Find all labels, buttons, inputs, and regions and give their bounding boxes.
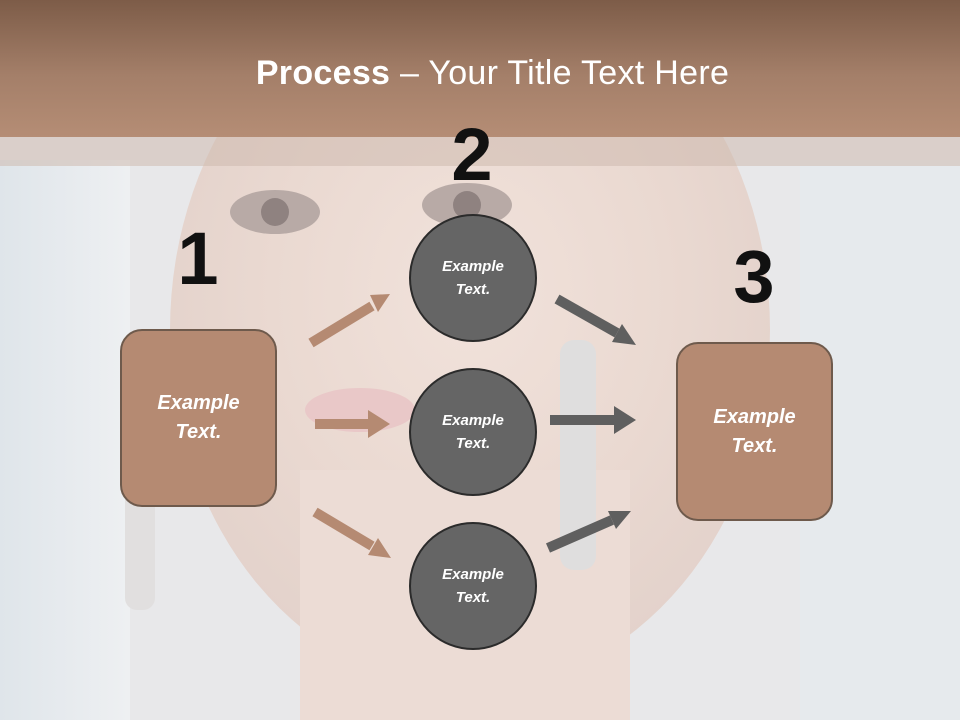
- title-rest: – Your Title Text Here: [390, 54, 730, 92]
- circle-top-line-2: Text.: [455, 281, 491, 298]
- step-number-1: 1: [177, 217, 219, 300]
- step-2-circle-middle[interactable]: Example Text.: [409, 368, 537, 496]
- step-1-line-2: Text.: [175, 421, 222, 443]
- header-strip: [0, 137, 960, 166]
- circle-middle-line-2: Text.: [455, 435, 491, 452]
- arrow-1-to-middle: [315, 410, 390, 438]
- circle-top-line-1: Example: [442, 258, 504, 275]
- step-1-box[interactable]: Example Text.: [120, 329, 277, 507]
- circle-middle-line-1: Example: [442, 412, 504, 429]
- step-3-line-2: Text.: [731, 434, 778, 457]
- arrow-1-to-top: [308, 294, 390, 348]
- step-number-2: 2: [451, 113, 493, 196]
- step-2-circle-bottom[interactable]: Example Text.: [409, 522, 537, 650]
- step-1-line-1: Example: [157, 392, 240, 414]
- step-3-box[interactable]: Example Text.: [676, 342, 833, 521]
- arrow-middle-to-3: [550, 406, 636, 434]
- step-2-circle-top[interactable]: Example Text.: [409, 214, 537, 342]
- slide-title: Process – Your Title Text Here: [0, 54, 960, 93]
- header-bar: [0, 0, 960, 137]
- arrow-top-to-3: [554, 294, 636, 345]
- step-3-line-1: Example: [713, 405, 796, 428]
- arrow-bottom-to-3: [545, 511, 631, 553]
- step-number-3: 3: [733, 235, 775, 318]
- circle-bottom-line-1: Example: [442, 566, 504, 583]
- arrow-1-to-bottom: [312, 507, 391, 558]
- circle-bottom-line-2: Text.: [455, 589, 491, 606]
- title-bold: Process: [255, 54, 391, 92]
